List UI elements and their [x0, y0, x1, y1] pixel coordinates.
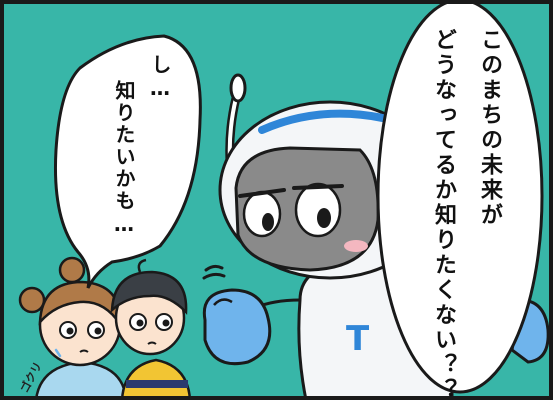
speech-bubble-right	[376, 0, 544, 394]
speech-right-line1: このまちの未来が	[477, 28, 502, 228]
boy-hair	[110, 270, 188, 315]
robot-chest-logo: T	[346, 319, 370, 359]
motion-lines	[202, 264, 226, 280]
girl-character	[18, 256, 128, 400]
robot-eye-left	[242, 190, 282, 238]
robot-eye-right	[294, 182, 342, 238]
robot-antenna-tip	[229, 73, 247, 103]
speech-left-line2: 知りたいかも…	[112, 80, 136, 238]
robot-mitten	[202, 288, 272, 366]
speech-left-line1: し…	[148, 54, 172, 102]
speech-bubble-left	[54, 34, 202, 289]
boy-character	[110, 258, 192, 400]
girl-hair-bun	[58, 256, 86, 284]
speech-right-line2: どうなってるか知りたくない？？	[431, 28, 456, 400]
robot-blush	[344, 240, 368, 252]
